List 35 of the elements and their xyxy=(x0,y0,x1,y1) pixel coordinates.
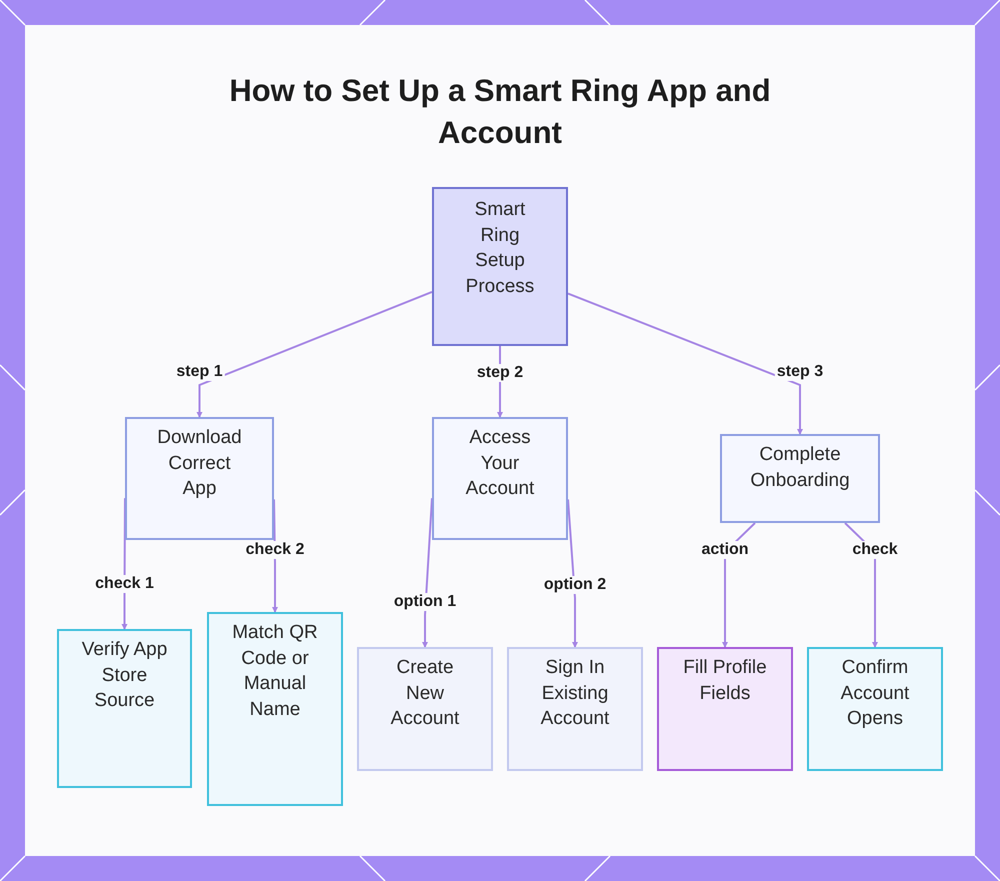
process-box xyxy=(432,417,568,540)
node-text: Confirm Account Opens xyxy=(840,656,910,731)
connector-arrow xyxy=(122,498,128,630)
process-box xyxy=(207,612,343,806)
node-text: Download Correct App xyxy=(156,426,243,501)
edge-label: option 2 xyxy=(542,576,608,594)
process-box xyxy=(657,647,793,771)
connector-arrow xyxy=(422,498,433,648)
node-text: Verify App Store Source xyxy=(80,638,168,713)
process-box xyxy=(507,647,643,771)
edge-label: option 1 xyxy=(392,593,458,611)
edge-label: check 2 xyxy=(244,541,306,559)
process-box xyxy=(807,647,943,771)
process-box xyxy=(432,187,568,346)
connector-arrow xyxy=(567,499,578,648)
node-text: Fill Profile Fields xyxy=(682,656,768,706)
edge-label: action xyxy=(699,541,751,559)
node-text: Smart Ring Setup Process xyxy=(464,198,536,298)
edge-label: step 1 xyxy=(174,363,225,381)
process-box xyxy=(57,629,192,788)
diagram-title: How to Set Up a Smart Ring App and Account xyxy=(228,72,772,152)
node-text: Match QR Code or Manual Name xyxy=(231,621,319,722)
connector-arrow xyxy=(196,291,432,418)
process-box xyxy=(125,417,274,540)
edge-label: step 3 xyxy=(774,363,826,381)
process-box xyxy=(357,647,493,771)
connector-arrow xyxy=(568,292,803,435)
edge-label: check 1 xyxy=(93,575,156,593)
node-text: Create New Account xyxy=(390,656,460,731)
edge-label: step 2 xyxy=(474,364,526,382)
process-box xyxy=(720,434,880,523)
node-text: Sign In Existing Account xyxy=(540,656,610,731)
node-text: Complete Onboarding xyxy=(749,443,851,492)
edge-label: check xyxy=(850,541,900,559)
node-text: Access Your Account xyxy=(464,426,536,501)
